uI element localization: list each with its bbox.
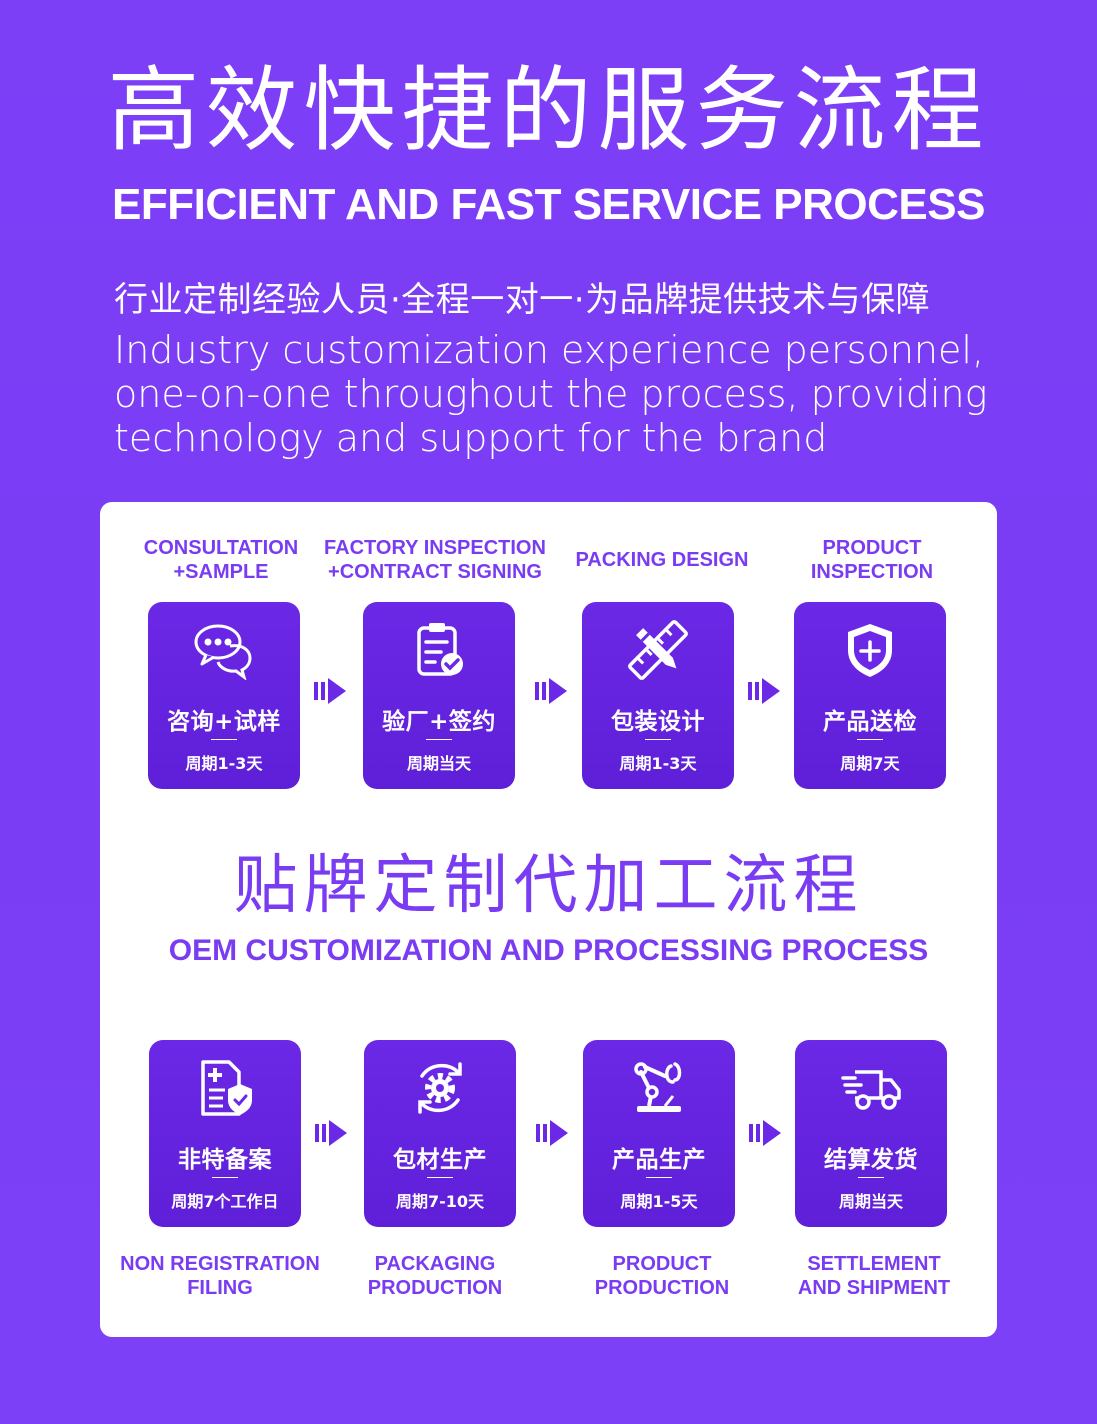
arrow-right-icon — [315, 1120, 347, 1146]
step-label-product-inspection: PRODUCT INSPECTION — [810, 537, 934, 583]
intro-text-en: Industry customization experience person… — [114, 328, 988, 460]
divider — [212, 1177, 238, 1178]
step-title: 产品送检 — [823, 709, 917, 735]
step-label-consultation: CONSULTATION +SAMPLE — [143, 537, 299, 583]
delivery-truck-icon — [841, 1070, 901, 1110]
step-title: 包材生产 — [393, 1147, 487, 1173]
step-period: 周期当天 — [406, 754, 471, 773]
step-period: 周期当天 — [838, 1192, 903, 1211]
step-tile-factory-inspection: 验厂+签约 周期当天 — [363, 602, 515, 789]
arrow-right-icon — [536, 1120, 568, 1146]
oem-title: 贴牌定制代加工流程 — [233, 849, 864, 923]
divider — [858, 1177, 884, 1178]
clipboard-check-icon — [417, 623, 463, 676]
page-title: 高效快捷的服务流程 — [107, 57, 990, 164]
step-tile-product-inspection: 产品送检 周期7天 — [794, 602, 946, 789]
divider — [426, 739, 452, 740]
oem-subtitle: OEM CUSTOMIZATION AND PROCESSING PROCESS — [168, 934, 929, 967]
oem-tile-production: 产品生产 周期1-5天 — [583, 1040, 735, 1227]
step-period: 周期7-10天 — [395, 1192, 485, 1211]
pencil-ruler-icon — [628, 620, 688, 680]
step-tile-packing-design: 包装设计 周期1-3天 — [582, 602, 734, 789]
oem-tile-packaging: 包材生产 周期7-10天 — [364, 1040, 516, 1227]
arrow-right-icon — [535, 678, 567, 704]
shield-plus-icon — [848, 624, 892, 677]
step-label-packaging: PACKAGING PRODUCTION — [367, 1253, 503, 1299]
chat-bubble-icon — [194, 624, 252, 680]
divider — [211, 739, 237, 740]
step-period: 周期1-3天 — [185, 754, 263, 773]
arrow-right-icon — [749, 1120, 781, 1146]
divider — [646, 1177, 672, 1178]
divider — [645, 739, 671, 740]
step-title: 非特备案 — [178, 1147, 272, 1173]
step-label-packing-design: PACKING DESIGN — [575, 549, 749, 571]
divider — [427, 1177, 453, 1178]
step-period: 周期7天 — [840, 754, 900, 773]
step-label-production: PRODUCT PRODUCTION — [594, 1253, 730, 1299]
step-label-registration: NON REGISTRATION FILING — [120, 1253, 320, 1299]
oem-tile-registration: 非特备案 周期7个工作日 — [149, 1040, 301, 1227]
page-subtitle: EFFICIENT AND FAST SERVICE PROCESS — [112, 180, 985, 229]
process-card: CONSULTATION +SAMPLE FACTORY INSPECTION … — [100, 502, 997, 1337]
step-title: 包装设计 — [611, 709, 705, 735]
step-period: 周期1-3天 — [619, 754, 697, 773]
step-title: 咨询+试样 — [167, 709, 281, 735]
document-shield-icon — [201, 1060, 252, 1116]
step-period: 周期1-5天 — [620, 1192, 698, 1211]
step-tile-consultation: 咨询+试样 周期1-3天 — [148, 602, 300, 789]
step-title: 结算发货 — [824, 1147, 918, 1173]
step-period: 周期7个工作日 — [171, 1192, 279, 1211]
robot-arm-icon — [634, 1062, 682, 1112]
arrow-right-icon — [314, 678, 346, 704]
gear-cycle-icon — [418, 1062, 462, 1114]
step-label-shipment: SETTLEMENT AND SHIPMENT — [797, 1253, 951, 1299]
intro-text-cn: 行业定制经验人员·全程一对一·为品牌提供技术与保障 — [114, 280, 931, 320]
step-title: 产品生产 — [612, 1147, 706, 1173]
step-label-factory-inspection: FACTORY INSPECTION +CONTRACT SIGNING — [324, 537, 546, 583]
divider — [857, 739, 883, 740]
arrow-right-icon — [748, 678, 780, 704]
oem-tile-shipment: 结算发货 周期当天 — [795, 1040, 947, 1227]
step-title: 验厂+签约 — [382, 709, 496, 735]
